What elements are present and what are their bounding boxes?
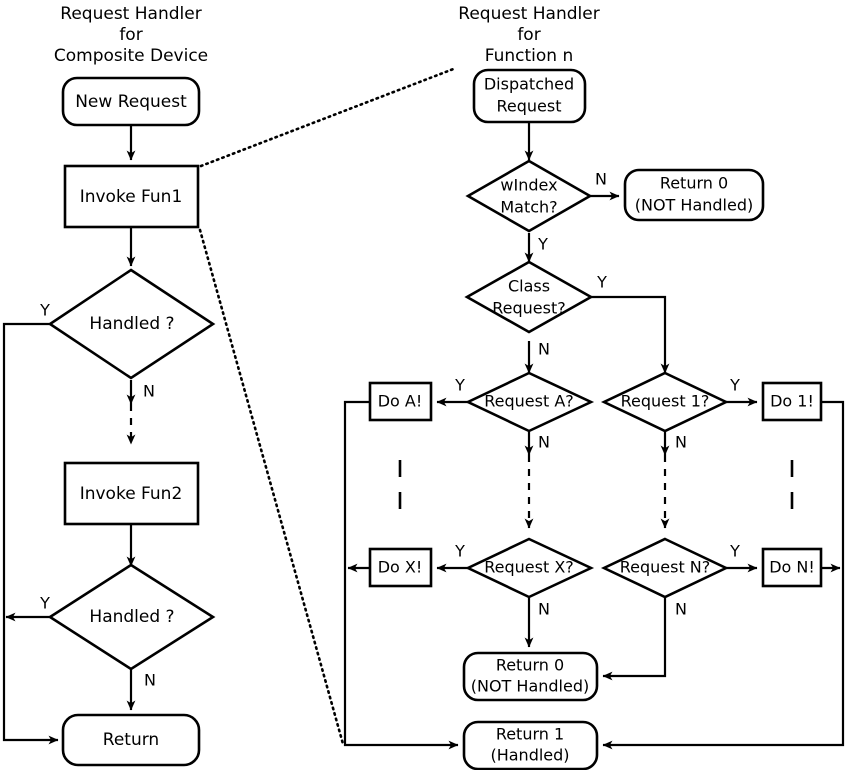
node-request-x bbox=[464, 537, 595, 599]
node-invoke-fun2 bbox=[63, 461, 200, 526]
node-return1-bottom-line2: (Handled) bbox=[490, 746, 569, 765]
node-handled-1-label: Handled ? bbox=[89, 314, 174, 334]
label-class-yes: Y bbox=[596, 273, 607, 292]
node-handled-2 bbox=[47, 563, 216, 671]
label-request-x-no: N bbox=[538, 600, 550, 619]
node-request-n bbox=[600, 537, 730, 599]
edge-handled1-yes-bus bbox=[2, 322, 59, 745]
node-class-request-line1: Class bbox=[508, 277, 550, 296]
node-return0-bottom-line2: (NOT Handled) bbox=[471, 677, 589, 696]
node-return1-bottom-line1: Return 1 bbox=[496, 725, 564, 744]
label-request-1-yes: Y bbox=[729, 376, 740, 395]
expansion-connector-bottom bbox=[198, 228, 345, 746]
node-return0-bottom bbox=[462, 651, 599, 702]
node-do-n bbox=[761, 547, 823, 588]
label-request-a-no: N bbox=[538, 433, 550, 452]
node-dispatched-request bbox=[472, 68, 587, 124]
label-request-a-yes: Y bbox=[454, 376, 465, 395]
label-handled2-no: N bbox=[144, 671, 156, 690]
edge-class-yes-to-request-1 bbox=[591, 295, 670, 374]
node-class-request-line2: Request? bbox=[492, 299, 565, 318]
node-dispatched-request-line2: Request bbox=[497, 97, 562, 116]
label-request-n-yes: Y bbox=[729, 542, 740, 561]
node-windex-match bbox=[465, 159, 593, 233]
node-request-1 bbox=[600, 371, 730, 433]
node-invoke-fun1 bbox=[63, 164, 200, 229]
node-return0-bottom-line1: Return 0 bbox=[496, 656, 564, 675]
label-request-x-yes: Y bbox=[454, 542, 465, 561]
node-invoke-fun2-label: Invoke Fun2 bbox=[80, 484, 183, 504]
label-request-n-no: N bbox=[675, 600, 687, 619]
left-title-line2: for bbox=[119, 25, 142, 45]
node-handled-2-label: Handled ? bbox=[89, 607, 174, 627]
label-handled2-yes: Y bbox=[39, 594, 50, 613]
node-return1-bottom bbox=[462, 720, 599, 770]
label-class-no: N bbox=[538, 340, 550, 359]
label-handled1-yes: Y bbox=[39, 301, 50, 320]
node-new-request-label: New Request bbox=[75, 92, 187, 112]
node-return0-top-line1: Return 0 bbox=[660, 174, 728, 193]
node-do-x bbox=[368, 547, 433, 588]
right-title-line1: Request Handler bbox=[458, 4, 599, 24]
expansion-connector-top bbox=[199, 66, 458, 168]
right-title-line3: Function n bbox=[485, 46, 574, 66]
label-request-1-no: N bbox=[675, 433, 687, 452]
node-handled-1 bbox=[47, 268, 216, 380]
node-do-x-label: Do X! bbox=[378, 558, 423, 577]
node-invoke-fun1-label: Invoke Fun1 bbox=[80, 187, 183, 207]
node-return0-top bbox=[623, 168, 765, 222]
node-return bbox=[61, 713, 201, 767]
node-do-1 bbox=[761, 381, 823, 422]
node-do-n-label: Do N! bbox=[769, 558, 815, 577]
edge-right-answer-bus-to-return1 bbox=[602, 400, 845, 750]
left-title-line3: Composite Device bbox=[54, 46, 208, 66]
node-do-1-label: Do 1! bbox=[770, 392, 814, 411]
node-request-a-label: Request A? bbox=[484, 392, 574, 411]
node-do-a-label: Do A! bbox=[378, 392, 423, 411]
node-request-a bbox=[464, 371, 595, 433]
label-windex-no: N bbox=[595, 170, 607, 189]
node-return-label: Return bbox=[103, 730, 159, 750]
node-return0-top-line2: (NOT Handled) bbox=[635, 196, 753, 215]
node-do-a bbox=[368, 381, 433, 422]
edge-request-n-no-to-return0 bbox=[602, 598, 667, 681]
right-title-line2: for bbox=[517, 25, 540, 45]
node-class-request bbox=[464, 260, 594, 334]
edge-left-answer-bus-to-return1 bbox=[343, 400, 459, 750]
left-title-line1: Request Handler bbox=[60, 4, 201, 24]
label-handled1-no: N bbox=[143, 382, 155, 401]
node-windex-match-line2: Match? bbox=[500, 198, 557, 217]
node-new-request bbox=[61, 76, 201, 127]
label-windex-yes: Y bbox=[537, 235, 548, 254]
node-request-x-label: Request X? bbox=[484, 558, 574, 577]
node-request-n-label: Request N? bbox=[620, 558, 711, 577]
node-windex-match-line1: wIndex bbox=[500, 176, 557, 195]
node-dispatched-request-line1: Dispatched bbox=[484, 75, 574, 94]
node-request-1-label: Request 1? bbox=[621, 392, 710, 411]
